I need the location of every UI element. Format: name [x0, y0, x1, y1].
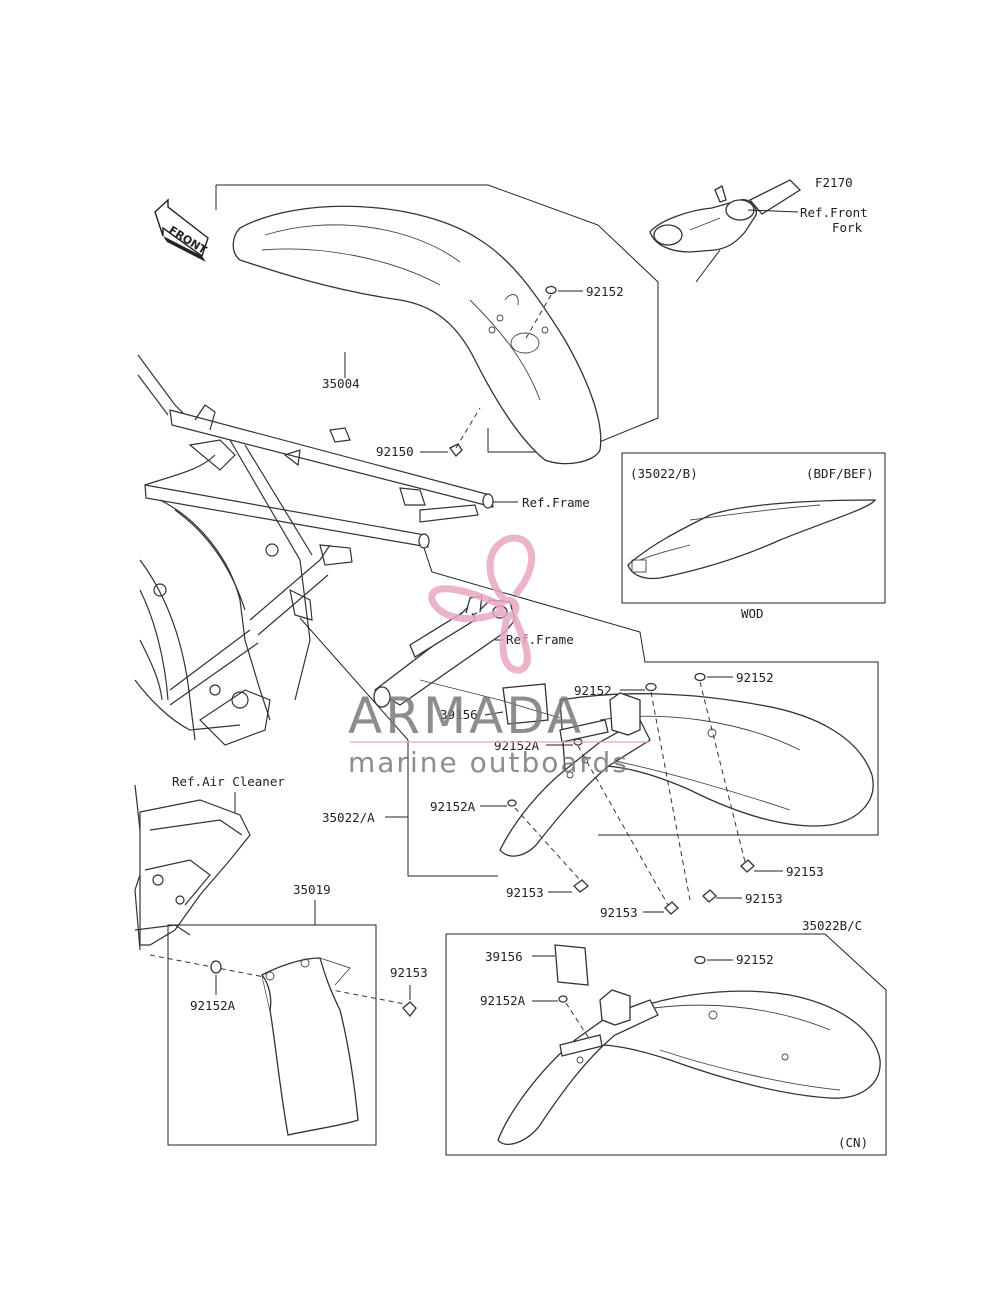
ref-frame-lower: Ref.Frame	[506, 632, 574, 647]
armada-logo-icon	[428, 534, 536, 674]
part-number-washer-flap: 92152A	[190, 998, 236, 1013]
part-number-washer-fender: 92152	[586, 284, 624, 299]
part-number-bolt-a-4: 92153	[786, 864, 824, 879]
part-number-bolt-flap: 92153	[390, 965, 428, 980]
part-number-washer-a-2: 92152	[736, 670, 774, 685]
part-number-rear-fender-bc: 35022B/C	[802, 918, 862, 933]
inset-rear-fender-b: (35022/B) (BDF/BEF) WOD	[621, 452, 886, 621]
rear-subframe-reference: Ref.Frame	[373, 595, 574, 719]
part-number-front-fender: 35004	[322, 376, 360, 391]
part-number-washer-bc-2: 92152A	[480, 993, 526, 1008]
part-number-flap: 35019	[293, 882, 331, 897]
armada-watermark: ARMADA marine outboards	[348, 534, 650, 779]
frame-reference: Ref.Frame	[134, 354, 590, 746]
part-number-bolt-fender: 92150	[376, 444, 414, 459]
ref-front-fork-line2: Fork	[832, 220, 863, 235]
part-number-bolt-a-3: 92153	[745, 891, 783, 906]
inset-rear-fender-bc: 35022B/C 39156 92152 92152A (CN)	[445, 918, 887, 1156]
ref-front-fork-line1: Ref.Front	[800, 205, 868, 220]
air-cleaner-reference: Ref.Air Cleaner	[134, 774, 411, 1006]
part-number-bolt-a-2: 92153	[600, 905, 638, 920]
part-number-seal-a: 39156	[440, 707, 478, 722]
front-fender-group: 92152 92150 35004	[215, 184, 659, 465]
inset-bc-note: (CN)	[838, 1135, 868, 1150]
part-number-washer-bc-1: 92152	[736, 952, 774, 967]
part-number-bolt-a-1: 92153	[506, 885, 544, 900]
ref-frame-upper: Ref.Frame	[522, 495, 590, 510]
part-number-rear-fender-a: 35022/A	[322, 810, 375, 825]
front-arrow-icon: FRONT	[154, 198, 209, 262]
part-number-washer-a-4: 92152A	[430, 799, 476, 814]
watermark-brand: ARMADA	[348, 687, 584, 745]
inset-b-variant: (BDF/BEF)	[806, 466, 874, 481]
rear-fender-a-group: 35022/A 39156 92152 92152 92152A	[299, 547, 879, 920]
figure-code: F2170	[815, 175, 853, 190]
flap-group: 35019 92152A 92153	[167, 882, 428, 1146]
inset-b-note: WOD	[741, 606, 764, 621]
front-fork-reference: Ref.Front Fork	[649, 179, 868, 283]
part-number-seal-bc: 39156	[485, 949, 523, 964]
inset-b-part: (35022/B)	[630, 466, 698, 481]
watermark-tagline: marine outboards	[348, 746, 629, 779]
ref-air-cleaner: Ref.Air Cleaner	[172, 774, 285, 789]
part-number-washer-a-1: 92152	[574, 683, 612, 698]
